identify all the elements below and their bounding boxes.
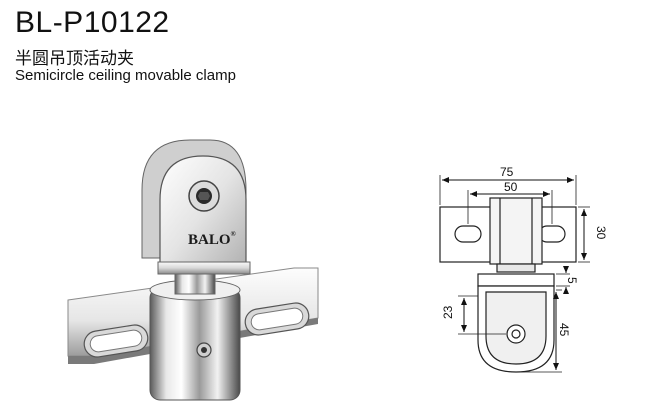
dimension-45: 45 [520,289,571,373]
clamp-head [141,139,251,275]
dimension-50: 50 [467,180,553,224]
dim-label-45: 45 [557,323,571,337]
drawing-clamp-body [477,273,555,373]
brand-logo-text: BALO [188,232,231,248]
dim-label-23: 23 [441,305,455,319]
product-name-english: Semicircle ceiling movable clamp [15,67,236,84]
registered-mark: ® [231,230,237,238]
product-model-title: BL-P10122 [15,6,170,39]
dim-label-50: 50 [504,180,518,194]
dimension-5: 5 [556,266,579,294]
dim-label-75: 75 [500,165,514,179]
drawing-plate [439,197,577,273]
dim-label-5: 5 [565,277,579,284]
dimension-75: 75 [439,165,577,205]
brand-logo: BALO® [188,230,237,248]
product-name-chinese: 半圆吊顶活动夹 [15,49,134,69]
dimension-30: 30 [578,206,608,263]
dim-label-30: 30 [594,226,608,240]
dimension-23: 23 [441,295,506,335]
